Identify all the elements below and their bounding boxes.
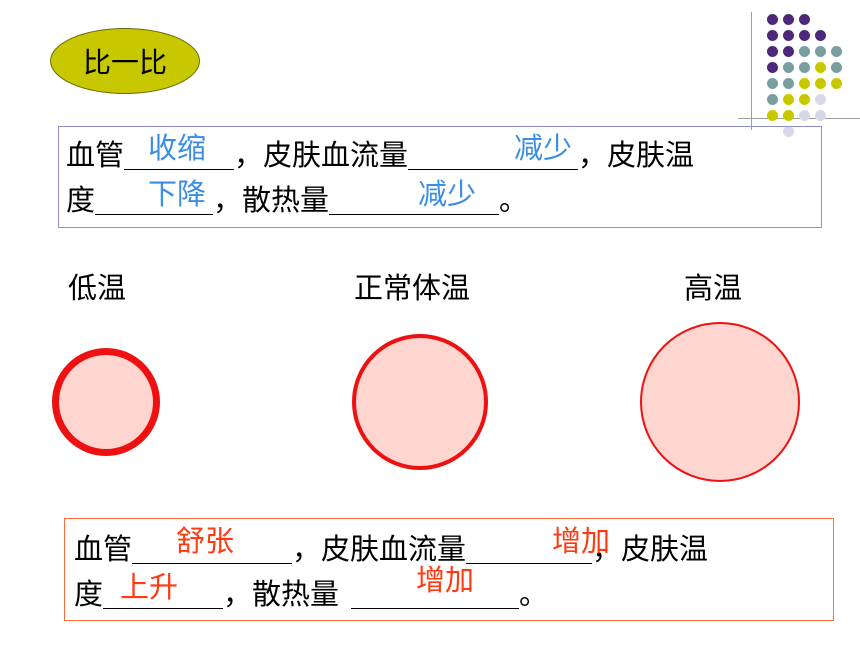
- text-period: 。: [499, 183, 529, 217]
- answer-blood-flow-heat: 增加: [552, 524, 611, 558]
- dot: [815, 46, 826, 57]
- cold-line-1: 血管 ，皮肤血流量 ，皮肤温: [66, 141, 694, 170]
- dot: [831, 46, 842, 57]
- dot: [783, 62, 794, 73]
- dot: [767, 14, 778, 25]
- blank-skin-temp: [103, 580, 224, 609]
- blank-heat-loss: [351, 580, 520, 609]
- dot: [783, 46, 794, 57]
- answer-vessel-cold: 收缩: [148, 131, 207, 165]
- dot: [831, 78, 842, 89]
- blank-skin-temp: [95, 186, 214, 215]
- vessel-circle-normal: [352, 334, 488, 470]
- text-vessel: 血管: [74, 532, 133, 566]
- blank-vessel: [124, 141, 235, 170]
- dot: [815, 94, 826, 105]
- dot: [799, 46, 810, 57]
- dot: [783, 78, 794, 89]
- vessel-circle-constricted: [52, 348, 160, 456]
- guide-line-vertical: [751, 12, 752, 130]
- answer-vessel-heat: 舒张: [176, 524, 235, 558]
- dot: [767, 110, 778, 121]
- compare-badge-label: 比一比: [82, 46, 167, 79]
- dot: [799, 14, 810, 25]
- dot: [767, 46, 778, 57]
- answer-skin-temp-heat: 上升: [120, 570, 179, 604]
- label-normal-temp: 正常体温: [354, 271, 471, 305]
- dot: [815, 30, 826, 41]
- dot: [783, 110, 794, 121]
- vessel-circle-dilated: [640, 322, 800, 482]
- dot: [831, 62, 842, 73]
- answer-blood-flow-cold: 减少: [514, 131, 573, 165]
- dot: [815, 62, 826, 73]
- answer-heat-loss-heat: 增加: [416, 563, 475, 597]
- dot: [815, 110, 826, 121]
- label-low-temp: 低温: [68, 271, 127, 305]
- dot: [799, 30, 810, 41]
- text-heat-loss: ，散热量: [213, 183, 330, 217]
- answer-heat-loss-cold: 减少: [418, 177, 477, 211]
- text-period: 。: [519, 577, 549, 611]
- text-skin-temp: ，皮肤温: [578, 138, 695, 172]
- cold-response-box: [58, 126, 822, 228]
- compare-badge: 比一比: [50, 28, 200, 94]
- text-skin-temp: ，皮肤温: [592, 532, 709, 566]
- heat-line-1: 血管 ，皮肤血流量 ，皮肤温: [74, 535, 708, 564]
- text-blood-flow: ，皮肤血流量: [292, 532, 467, 566]
- heat-line-2: 度 ，散热量 。: [74, 580, 548, 609]
- dot: [799, 62, 810, 73]
- blank-heat-loss: [329, 186, 500, 215]
- dot: [783, 14, 794, 25]
- text-heat-loss: ，散热量: [223, 577, 340, 611]
- blank-blood-flow: [408, 141, 579, 170]
- dot: [767, 30, 778, 41]
- dot: [767, 94, 778, 105]
- heat-response-box: [64, 518, 834, 621]
- dot: [783, 126, 794, 137]
- blank-blood-flow: [466, 535, 593, 564]
- cold-line-2: 度 ，散热量 。: [66, 186, 528, 215]
- dot: [783, 94, 794, 105]
- dot: [799, 78, 810, 89]
- text-vessel: 血管: [66, 138, 125, 172]
- dot: [783, 30, 794, 41]
- dot: [799, 94, 810, 105]
- dot: [799, 110, 810, 121]
- dot: [815, 78, 826, 89]
- blank-vessel: [132, 535, 293, 564]
- dot: [767, 78, 778, 89]
- dot: [767, 62, 778, 73]
- label-high-temp: 高温: [684, 271, 743, 305]
- text-degree: 度: [74, 577, 104, 611]
- text-degree: 度: [66, 183, 96, 217]
- text-blood-flow: ，皮肤血流量: [234, 138, 409, 172]
- answer-skin-temp-cold: 下降: [148, 177, 207, 211]
